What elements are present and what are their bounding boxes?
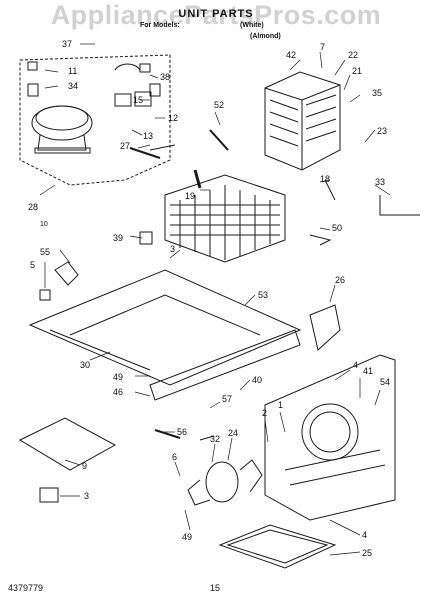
callout-32: 32 [210, 434, 220, 444]
page-number: 15 [210, 583, 221, 593]
overload-relay-parts [27, 61, 176, 159]
callout-3b: 3 [84, 491, 89, 501]
callout-30: 30 [80, 360, 90, 370]
callout-15: 15 [133, 95, 143, 105]
callout-23: 23 [377, 126, 387, 136]
callout-33: 33 [375, 177, 385, 187]
callout-28: 28 [28, 202, 38, 212]
callout-50: 50 [332, 223, 342, 233]
callout-56: 56 [177, 427, 187, 437]
callout-40: 40 [252, 375, 262, 385]
callout-9: 9 [82, 461, 87, 471]
models-label: For Models: [140, 22, 180, 29]
compressor [31, 105, 93, 154]
callout-12: 12 [168, 113, 178, 123]
base-frame [28, 269, 302, 401]
callout-52: 52 [214, 100, 224, 110]
callout-39: 39 [113, 233, 123, 243]
callout-53: 53 [258, 290, 268, 300]
callout-4b: 4 [362, 530, 367, 540]
callout-1: 1 [278, 400, 283, 410]
callout-57: 57 [222, 394, 232, 404]
callout-37: 37 [62, 39, 72, 49]
callout-5: 5 [30, 260, 35, 270]
callout-10: 10 [40, 221, 48, 228]
callout-labels: 37 11 34 38 15 12 13 27 28 10 42 7 22 21… [28, 39, 390, 558]
callout-25: 25 [362, 548, 372, 558]
callout-21: 21 [352, 66, 362, 76]
callout-4a: 4 [353, 360, 358, 370]
callout-49a: 49 [113, 372, 123, 382]
callout-24: 24 [228, 428, 238, 438]
callout-46: 46 [113, 387, 123, 397]
callout-35: 35 [372, 88, 382, 98]
part-number: 4379779 [8, 583, 44, 593]
diagram-title: UNIT PARTS [178, 8, 254, 20]
almond-label: (Almond) [250, 33, 281, 40]
white-label: (White) [240, 22, 264, 29]
fan-motor [187, 459, 263, 506]
callout-2: 2 [262, 408, 267, 418]
callout-27: 27 [120, 141, 130, 151]
callout-41: 41 [363, 366, 373, 376]
callout-49b: 49 [182, 532, 192, 542]
drain-pan [218, 524, 337, 569]
callout-19: 19 [185, 191, 195, 201]
callout-54: 54 [380, 377, 390, 387]
callout-11: 11 [68, 66, 77, 76]
condenser-fan-shroud [264, 354, 396, 521]
callout-22: 22 [348, 50, 358, 60]
callout-3a: 3 [170, 244, 175, 254]
callout-18: 18 [320, 174, 330, 184]
condenser-coil [164, 174, 286, 263]
callout-55: 55 [40, 247, 50, 257]
callout-26: 26 [335, 275, 345, 285]
leader-lines [39, 43, 391, 556]
evaporator-coil [264, 71, 341, 171]
callout-13: 13 [143, 131, 153, 141]
callout-7: 7 [320, 42, 325, 52]
watermark: AppliancePartsPros.com [50, 0, 382, 30]
access-cover [18, 417, 117, 503]
callout-34: 34 [68, 81, 78, 91]
callout-38: 38 [160, 72, 170, 82]
callout-42: 42 [286, 50, 296, 60]
compressor-group-outline [19, 54, 171, 186]
callout-6: 6 [172, 452, 177, 462]
